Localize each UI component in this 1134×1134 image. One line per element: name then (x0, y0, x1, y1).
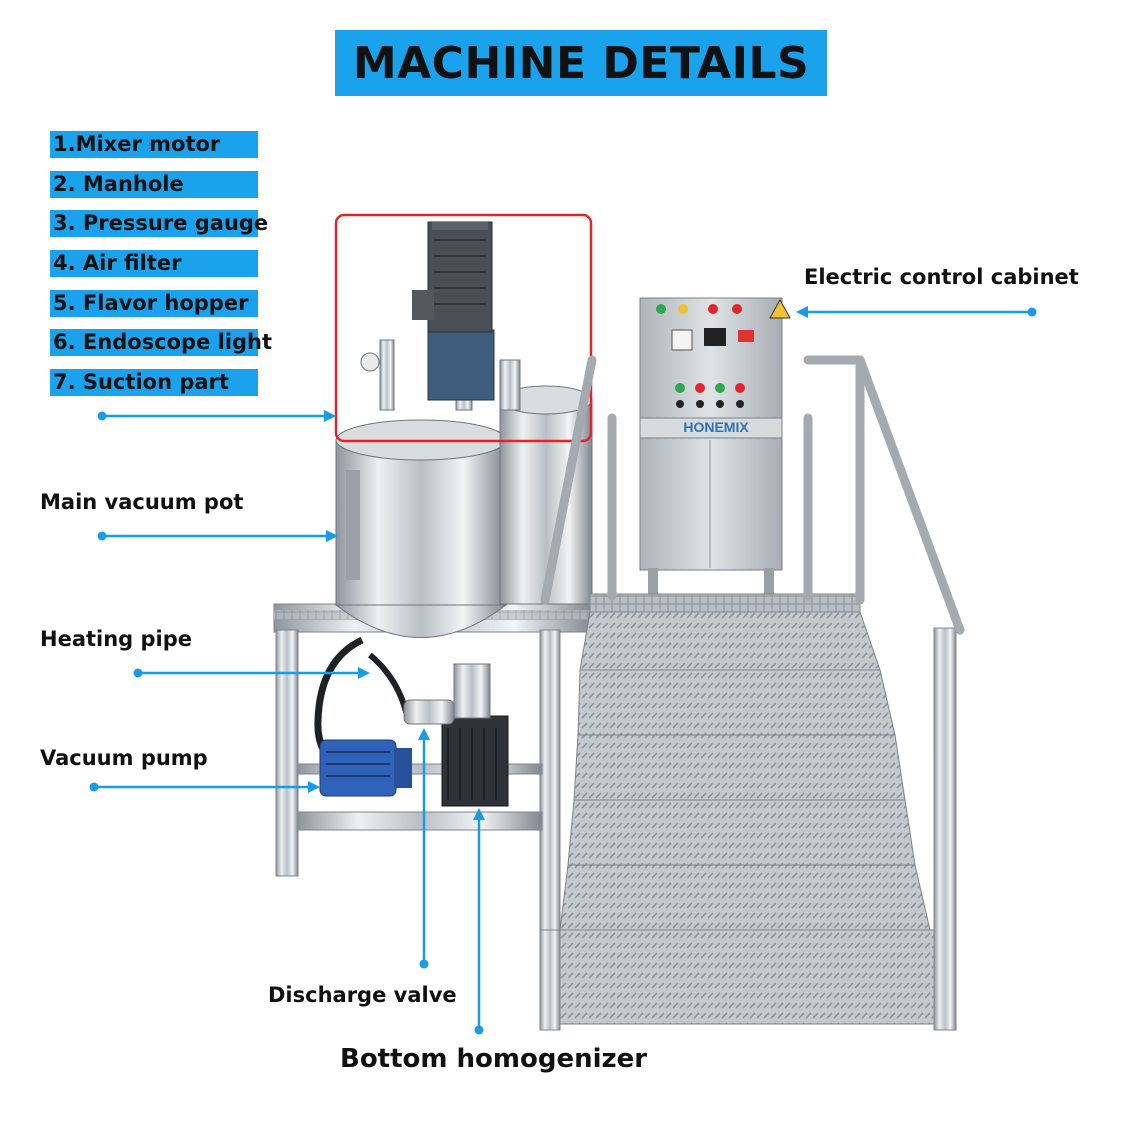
arrow-lid-parts (97, 410, 336, 422)
arrow-main-pot (97, 530, 338, 542)
page-title-text: MACHINE DETAILS (352, 37, 810, 89)
callout-vacuum-pump: Vacuum pump (40, 746, 208, 770)
discharge-valve (403, 699, 455, 725)
callout-discharge-valve: Discharge valve (268, 983, 457, 1007)
highlight-frame (334, 213, 593, 443)
electric-control-cabinet (639, 297, 791, 594)
part-label-endoscope-light: 6. Endoscope light (50, 329, 272, 356)
upper-platform (589, 593, 861, 613)
arrow-homogenizer (473, 808, 485, 1035)
part-label-flavor-hopper: 5. Flavor hopper (50, 290, 258, 317)
lid-fittings (360, 329, 521, 411)
part-label-mixer-motor: 1.Mixer motor (50, 131, 258, 158)
callout-main-vacuum-pot: Main vacuum pot (40, 490, 244, 514)
part-label-manhole: 2. Manhole (50, 171, 258, 198)
mixer-motor (412, 221, 493, 333)
part-label-suction-part: 7. Suction part (50, 369, 258, 396)
part-label-air-filter: 4. Air filter (50, 250, 258, 277)
vacuum-pump (319, 739, 412, 797)
arrow-discharge-valve (418, 728, 430, 969)
arrow-vacuum-pump (89, 781, 320, 793)
part-label-pressure-gauge: 3. Pressure gauge (50, 210, 268, 237)
brand-text: HONEMIX (683, 419, 749, 435)
main-vacuum-pot (334, 419, 508, 638)
arrow-cabinet (796, 306, 1037, 318)
staircase (539, 611, 957, 1031)
bottom-homogenizer (441, 663, 509, 807)
handrails (540, 355, 965, 635)
arrow-heating-pipe (133, 667, 370, 679)
callout-electric-control-cabinet: Electric control cabinet (804, 265, 1079, 289)
callout-heating-pipe: Heating pipe (40, 627, 193, 651)
callout-bottom-homogenizer: Bottom homogenizer (340, 1044, 648, 1074)
page-title: MACHINE DETAILS (335, 30, 827, 96)
